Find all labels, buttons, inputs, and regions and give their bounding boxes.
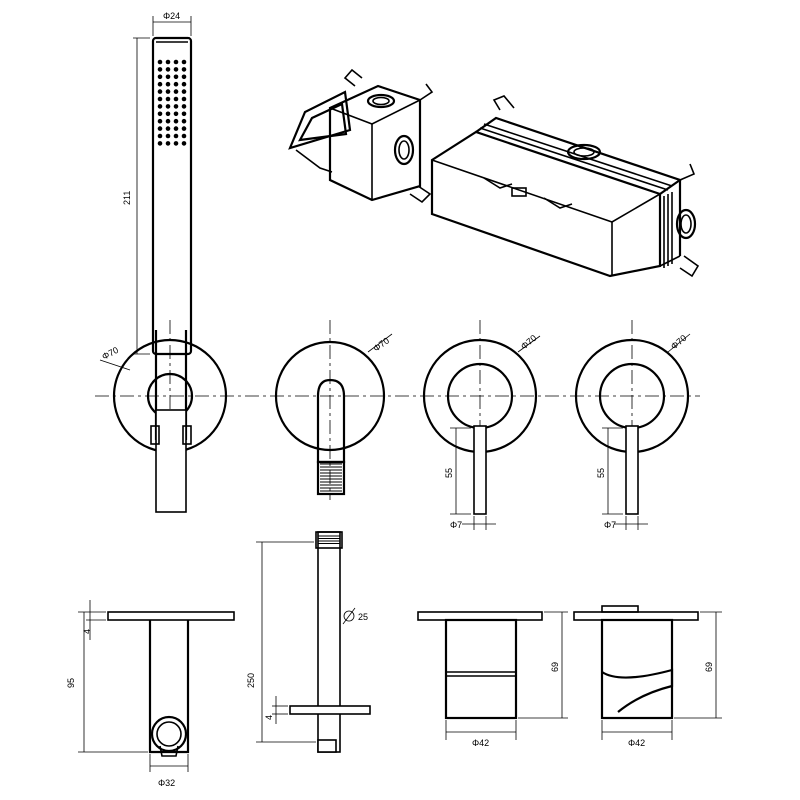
nozzle-dot (165, 141, 171, 146)
nozzle-dot (181, 81, 187, 87)
nozzle-dot (181, 141, 187, 146)
spout-top-hatch (318, 535, 340, 544)
handshower-length-label: 211 (122, 191, 132, 205)
nozzle-dot (165, 126, 171, 131)
nozzle-dot (157, 67, 163, 72)
nozzle-dot (181, 89, 187, 94)
nozzle-dot (181, 133, 187, 139)
nozzle-dot (173, 96, 179, 102)
nozzle-dot (173, 133, 179, 139)
nozzle-dot (165, 74, 171, 80)
nozzle-dot (173, 81, 179, 87)
nozzle-dot (157, 74, 163, 80)
nozzle-dot (181, 104, 187, 109)
nozzle-dot (181, 96, 187, 102)
hand-shower-view: Φ24 211 (122, 11, 193, 356)
nozzle-dot (173, 89, 179, 94)
nozzle-dot (173, 141, 179, 146)
mixer-body-diameter-label-2: Φ42 (628, 738, 645, 748)
nozzle-dot (165, 67, 171, 72)
plate-diameter-label-1: Φ70 (100, 345, 120, 362)
front-view-spout: Φ70 (274, 320, 393, 500)
spout-length-label: 250 (246, 673, 256, 688)
lever-diameter-label-2: Φ7 (604, 520, 616, 530)
spout-aerator-hatch (320, 463, 342, 492)
nozzle-dot (165, 96, 171, 102)
lever-length-label-1: 55 (444, 468, 454, 478)
mixer-depth-label-1: 69 (550, 662, 560, 672)
nozzle-dot (157, 111, 163, 117)
nozzle-dot (165, 111, 171, 117)
plate-diameter-label-3: Φ70 (519, 333, 539, 352)
side-view-mixer-1: 69 Φ42 (417, 611, 568, 748)
holder-body-diameter-label: Φ32 (158, 778, 175, 788)
nozzle-dot (157, 81, 163, 87)
side-view-mixer-2: 69 Φ42 (573, 605, 722, 748)
side-view-spout: 250 4 25 (246, 531, 371, 753)
holder-plate-thickness-label: 4 (82, 629, 92, 634)
nozzle-dot (173, 111, 179, 117)
mixer-body-diameter-label-1: Φ42 (472, 738, 489, 748)
nozzle-dot (165, 104, 171, 109)
nozzle-dot (173, 118, 179, 124)
nozzle-dot (157, 89, 163, 94)
nozzle-dot (157, 96, 163, 102)
plate-diameter-label-2: Φ70 (371, 335, 391, 353)
nozzle-dot (181, 59, 187, 65)
nozzle-dot (173, 74, 179, 80)
lever-diameter-label-1: Φ7 (450, 520, 462, 530)
nozzle-dot (157, 59, 163, 65)
lever-length-label-2: 55 (596, 468, 606, 478)
nozzle-dot (165, 81, 171, 87)
nozzle-grid (157, 59, 187, 146)
nozzle-dot (173, 104, 179, 109)
nozzle-dot (181, 111, 187, 117)
nozzle-dot (157, 118, 163, 124)
nozzle-dot (181, 126, 187, 131)
holder-projection-label: 95 (66, 678, 76, 688)
front-view-mixer-2: 55 Φ7 Φ70 (574, 320, 691, 530)
nozzle-dot (165, 118, 171, 124)
nozzle-dot (157, 141, 163, 146)
plate-diameter-label-4: Φ70 (669, 333, 689, 352)
nozzle-dot (173, 59, 179, 65)
front-view-shower-outlet: Φ70 (99, 320, 228, 513)
nozzle-dot (173, 126, 179, 131)
handshower-diameter-label: Φ24 (163, 11, 180, 21)
nozzle-dot (165, 59, 171, 65)
nozzle-dot (157, 104, 163, 109)
nozzle-dot (165, 133, 171, 139)
spout-plate-thickness-label: 4 (264, 715, 274, 720)
rough-in-large-box (430, 95, 700, 278)
nozzle-dot (173, 67, 179, 72)
front-view-mixer-1: 55 Φ7 Φ70 (422, 320, 541, 530)
spout-tube-size-label: 25 (358, 612, 368, 622)
nozzle-dot (181, 67, 187, 72)
mixer-depth-label-2: 69 (704, 662, 714, 672)
rough-in-small-box (288, 68, 434, 204)
nozzle-dot (165, 89, 171, 94)
nozzle-dot (157, 133, 163, 139)
nozzle-dot (157, 126, 163, 131)
side-view-shower-holder: 95 4 Φ32 (66, 600, 235, 788)
nozzle-dot (181, 118, 187, 124)
nozzle-dot (181, 74, 187, 80)
